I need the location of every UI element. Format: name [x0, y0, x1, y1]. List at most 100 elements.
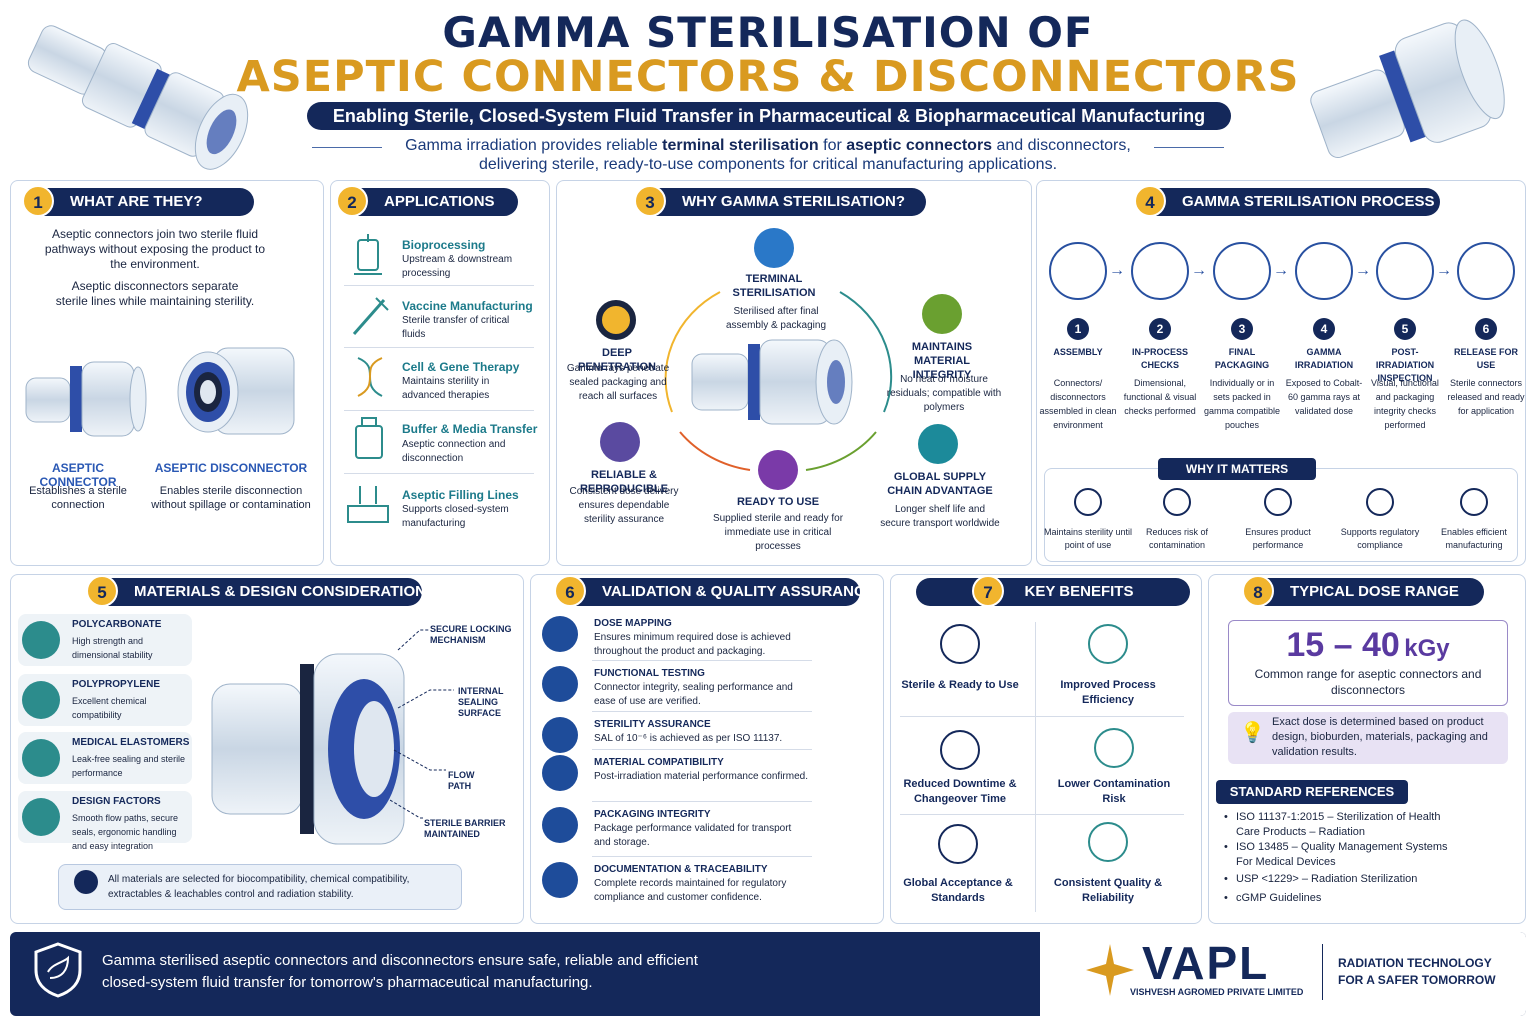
terminal-desc: Sterilised after final assembly & packag… [725, 306, 827, 331]
arrow-right-icon: → [1436, 262, 1452, 279]
what-are-they-p2: Aseptic disconnectors separate sterile l… [55, 279, 255, 308]
standard-reference-text: cGMP Guidelines [1236, 892, 1322, 904]
why-it-matters-item: Reduces risk of contamination [1145, 527, 1209, 550]
deep-penetration-title: DEEP PENETRATION [577, 347, 657, 373]
title-line-1: GAMMA STERILISATION OF [442, 8, 1094, 57]
arrow-right-icon: → [1191, 262, 1207, 279]
process-step-icon [1457, 242, 1515, 300]
material-desc: Excellent chemical compatibility [72, 696, 147, 720]
benefit-label: Reduced Downtime & Changeover Time [903, 778, 1017, 805]
brand-logo: VAPL [1142, 937, 1270, 989]
aseptic-disconnector-label: ASEPTIC DISCONNECTOR [154, 461, 308, 475]
why-it-matters-icon [1163, 488, 1191, 516]
divider [344, 410, 534, 411]
validation-icon [542, 755, 578, 791]
validation-title: STERILITY ASSURANCE [594, 719, 711, 730]
benefit-label: Consistent Quality & Reliability [1053, 877, 1163, 904]
standard-reference: • cGMP Guidelines [1224, 892, 1322, 904]
divider [592, 749, 812, 750]
process-step-icon [1213, 242, 1271, 300]
material-title: MEDICAL ELASTOMERS [72, 737, 190, 748]
benefit-label: Improved Process Efficiency [1060, 679, 1156, 706]
callout-sterile-barrier: STERILE BARRIER MAINTAINED [424, 818, 506, 839]
app-title-cell-gene: Cell & Gene Therapy [402, 360, 520, 374]
intro-rule-left [312, 147, 382, 148]
callout-sealing: INTERNAL SEALING SURFACE [458, 686, 504, 718]
award-ribbon-icon [600, 422, 640, 462]
reliable-desc: Consistent dose delivery ensures dependa… [569, 486, 679, 525]
syringe-icon [352, 297, 389, 335]
leaf-check-icon [922, 294, 962, 334]
material-integrity-title: MAINTAINS MATERIAL INTEGRITY [911, 341, 973, 381]
divider [900, 716, 1184, 717]
material-title: POLYPROPYLENE [72, 679, 160, 690]
app-title-bioprocessing: Bioprocessing [402, 238, 486, 252]
validation-desc: Package performance validated for transp… [594, 823, 792, 848]
benefit-icon [1088, 624, 1128, 664]
footer-text: Gamma sterilised aseptic connectors and … [102, 952, 698, 991]
validation-title: PACKAGING INTEGRITY [594, 809, 711, 820]
process-step-desc: Dimensional, functional & visual checks … [1123, 378, 1197, 416]
process-step-desc: Exposed to Cobalt-60 gamma rays at valid… [1285, 378, 1363, 416]
connector-image-right [1310, 19, 1505, 159]
star-logo-icon [1086, 944, 1134, 996]
validation-title: FUNCTIONAL TESTING [594, 668, 705, 679]
standard-reference-text: ISO 11137-1:2015 – Sterilization of Heal… [1236, 811, 1441, 838]
validation-title: DOCUMENTATION & TRACEABILITY [594, 864, 768, 875]
process-step-title: GAMMA IRRADIATION [1294, 347, 1354, 370]
benefit-label: Sterile & Ready to Use [901, 679, 1019, 691]
callout-lines [390, 629, 454, 819]
divider [592, 660, 812, 661]
material-item: POLYPROPYLENE Excellent chemical compatib… [18, 674, 192, 726]
benefits-divider-v [1035, 622, 1036, 912]
app-title-vaccine: Vaccine Manufacturing [402, 299, 533, 313]
deep-penetration-desc: Gamma rays penetrate sealed packaging an… [566, 363, 670, 402]
app-desc-cell-gene: Maintains sterility in advanced therapie… [402, 376, 490, 401]
process-step-title: RELEASE FOR USE [1453, 347, 1518, 370]
divider [344, 285, 534, 286]
process-step-number: 4 [1313, 318, 1335, 340]
title-line-2: ASEPTIC CONNECTORS & DISCONNECTORS [236, 52, 1300, 102]
material-desc: High strength and dimensional stability [72, 636, 153, 660]
terminal-title: TERMINAL STERILISATION [732, 273, 816, 299]
reliable-title: RELIABLE & REPRODUCIBLE [579, 469, 668, 495]
aseptic-disconnector-image [177, 347, 295, 435]
dose-note: Exact dose is determined based on produc… [1272, 716, 1488, 758]
radiation-icon [596, 300, 636, 340]
validation-icon [542, 862, 578, 898]
check-circle-icon [74, 870, 98, 894]
standard-reference: • USP <1229> – Radiation Sterilization [1224, 873, 1418, 885]
shield-leaf-icon [34, 942, 82, 998]
dna-icon [357, 357, 383, 397]
benefit-icon [1088, 822, 1128, 862]
process-step-title: ASSEMBLY [1053, 347, 1103, 357]
aseptic-connector-image [25, 361, 147, 437]
benefit-icon [940, 730, 980, 770]
brand-full-name: VISHVESH AGROMED PRIVATE LIMITED [1130, 987, 1304, 997]
arrow-right-icon: → [1355, 262, 1371, 279]
process-step-number: 6 [1475, 318, 1497, 340]
validation-icon [542, 666, 578, 702]
global-supply-title: GLOBAL SUPPLY CHAIN ADVANTAGE [887, 471, 993, 497]
callout-flow-path: FLOW PATH [448, 770, 475, 791]
divider [344, 473, 534, 474]
standard-reference: • ISO 11137-1:2015 – Sterilization of He… [1224, 811, 1441, 838]
cycle-arrows [664, 291, 893, 471]
divider [592, 801, 812, 802]
why-it-matters-item: Maintains sterility until point of use [1043, 527, 1133, 550]
arrow-right-icon: → [1273, 262, 1289, 279]
material-desc: Smooth flow paths, secure seals, ergonom… [72, 813, 179, 851]
lightbulb-icon: 💡 [1240, 722, 1265, 744]
connector-center-image [691, 339, 853, 425]
materials-note: All materials are selected for biocompat… [108, 874, 410, 900]
divider [592, 711, 812, 712]
materials-note-box [58, 864, 462, 910]
standard-reference: • ISO 13485 – Quality Management Systems… [1224, 841, 1448, 868]
validation-desc: Post-irradiation material performance co… [594, 771, 808, 782]
